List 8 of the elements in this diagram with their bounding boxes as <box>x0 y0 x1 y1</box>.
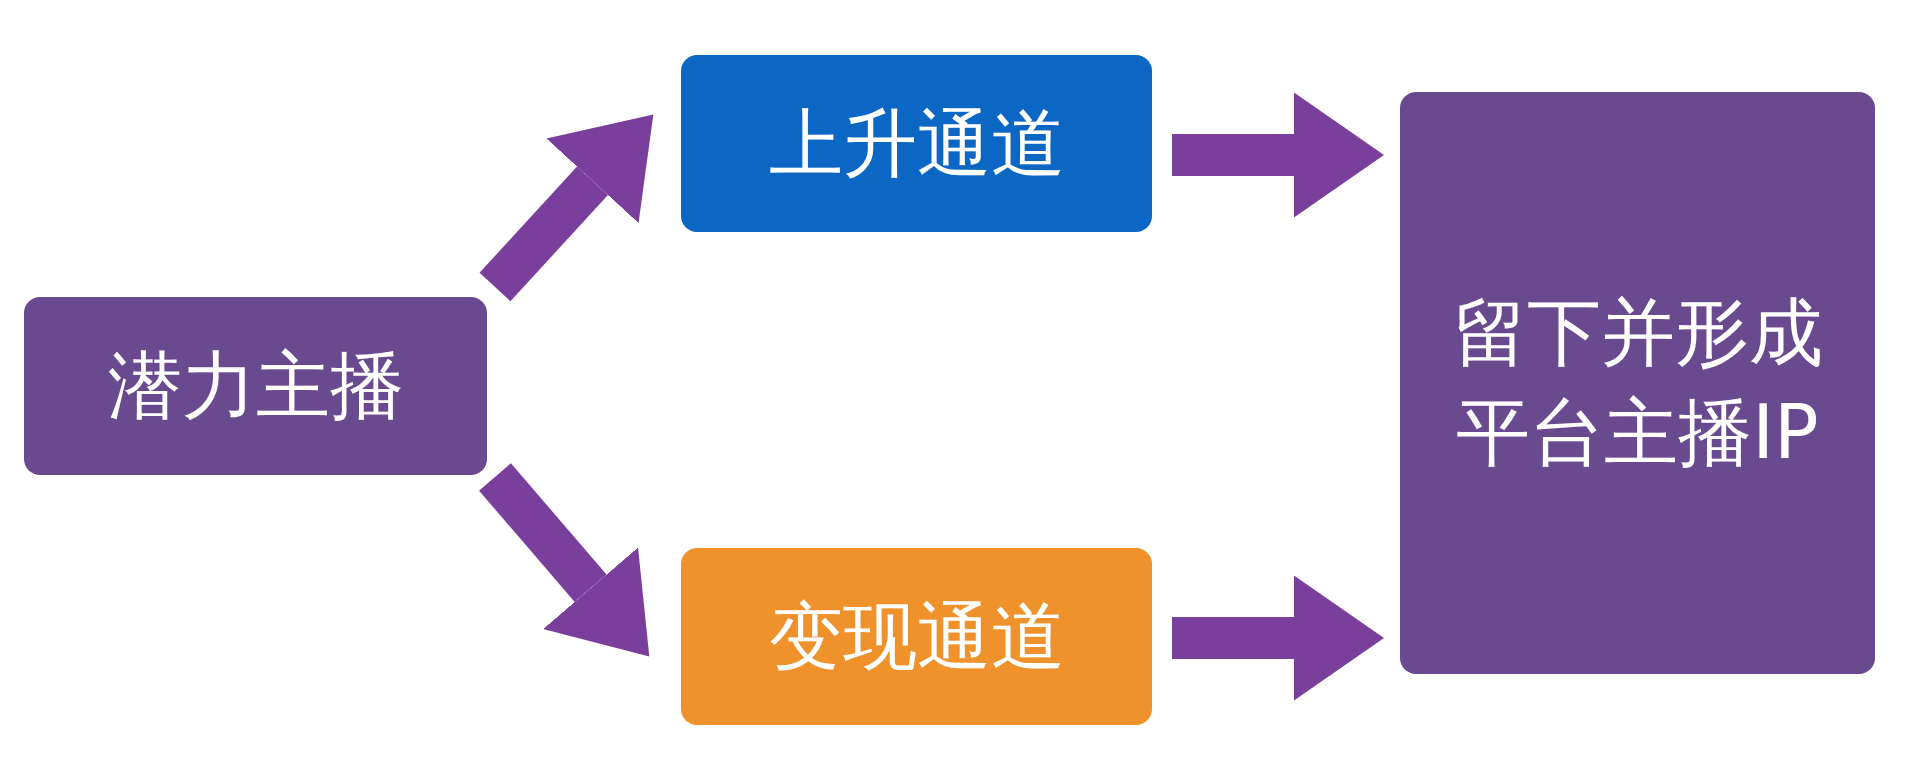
process-box: 潜力主播 <box>24 297 487 475</box>
arrow <box>479 463 650 657</box>
process-box: 上升通道 <box>681 55 1152 232</box>
arrow <box>1172 575 1384 701</box>
process-box: 留下并形成平台主播IP <box>1400 92 1875 674</box>
arrow <box>479 114 654 302</box>
process-box: 变现通道 <box>681 548 1152 725</box>
arrow <box>1172 92 1384 218</box>
